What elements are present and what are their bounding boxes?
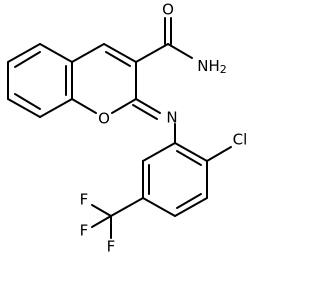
bond bbox=[91, 215, 112, 228]
trifluoromethyl-group bbox=[91, 204, 112, 239]
chlorine-label: Cl bbox=[233, 131, 248, 149]
bond bbox=[7, 98, 41, 118]
carbonyl-oxygen-label: O bbox=[162, 1, 174, 19]
bond bbox=[71, 98, 97, 114]
bond bbox=[167, 43, 193, 59]
chromene-benzo-ring bbox=[7, 43, 73, 118]
aryl-ring bbox=[110, 142, 232, 217]
ring-oxygen-label: O bbox=[98, 110, 110, 128]
chemical-structure-diagram: O NH2 O N Cl F F F bbox=[7, 1, 248, 256]
bond bbox=[174, 142, 208, 162]
fluorine-label: F bbox=[107, 238, 116, 256]
bond bbox=[103, 43, 137, 63]
bond bbox=[174, 197, 208, 217]
carboxamide-group bbox=[135, 17, 193, 63]
bond bbox=[206, 146, 232, 162]
fluorine-label: F bbox=[80, 222, 89, 240]
bond bbox=[91, 204, 112, 217]
double-bond-inner bbox=[176, 150, 202, 166]
bond bbox=[135, 43, 169, 63]
fluorine-label: F bbox=[80, 191, 89, 209]
bond bbox=[110, 197, 144, 217]
bond bbox=[142, 142, 176, 162]
bond bbox=[7, 43, 41, 63]
amide-nitrogen-label: NH2 bbox=[197, 57, 227, 77]
double-bond-inner bbox=[14, 51, 41, 68]
bond bbox=[39, 98, 73, 118]
bond bbox=[111, 98, 137, 114]
double-bond-inner bbox=[105, 51, 131, 67]
pyran-ring bbox=[71, 43, 137, 114]
imine-double-bond bbox=[132, 104, 158, 120]
bond bbox=[71, 43, 105, 63]
imine-double-bond bbox=[135, 98, 161, 114]
bond bbox=[142, 197, 176, 217]
double-bond-inner bbox=[14, 93, 41, 110]
imine-nitrogen-label: N bbox=[166, 109, 177, 127]
bond bbox=[39, 43, 73, 63]
double-bond-inner bbox=[176, 193, 202, 209]
imine-group bbox=[132, 98, 176, 144]
